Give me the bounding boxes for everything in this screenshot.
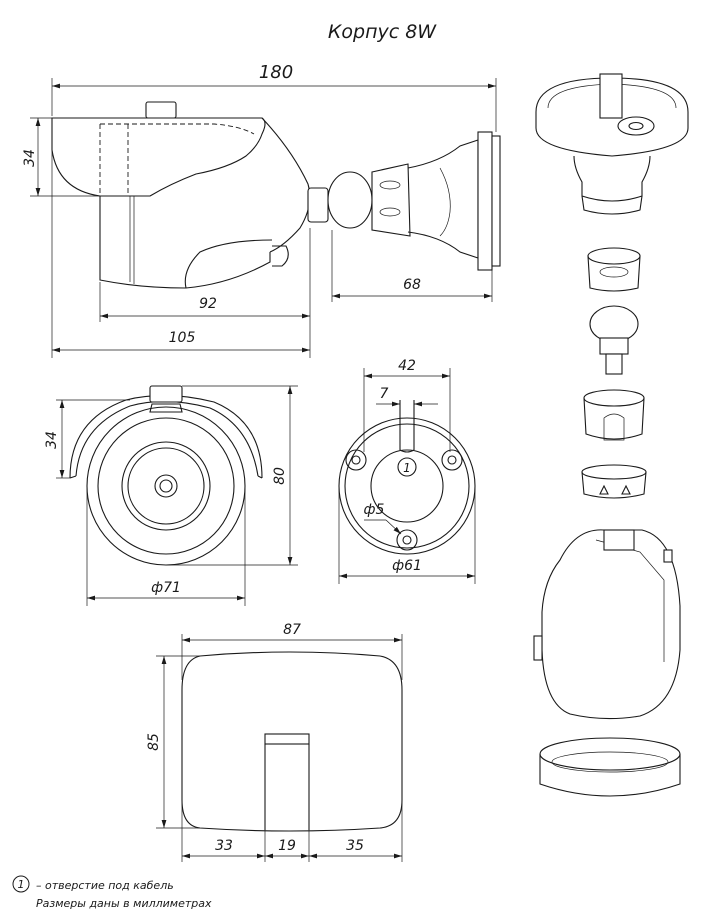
front-view [69, 385, 263, 566]
dim-front-height: 80 [272, 467, 288, 485]
legend-marker: 1 [18, 878, 25, 891]
dim-side-height: 34 [22, 149, 38, 167]
dim-side-body: 92 [199, 296, 217, 312]
dim-top-left: 33 [215, 838, 233, 854]
dim-base-diameter: ф61 [392, 558, 422, 574]
top-dimensions: 87 85 33 19 35 [146, 622, 403, 862]
side-view [51, 101, 501, 289]
svg-text:1: 1 [403, 461, 411, 475]
dim-side-length: 180 [259, 62, 293, 83]
base-view [338, 400, 476, 555]
cable-hole-marker: 1 [397, 457, 417, 477]
dim-top-middle: 19 [278, 838, 296, 854]
base-dimensions: 42 7 ф5 ф61 [338, 358, 476, 584]
legend-cable-hole: – отверстие под кабель [36, 879, 174, 892]
dim-front-diameter: ф71 [151, 580, 181, 596]
top-view [181, 651, 403, 832]
dim-base-offset: 7 [380, 386, 389, 402]
side-dimensions: 180 34 92 105 68 [22, 62, 497, 358]
exploded-view [533, 73, 689, 797]
dim-base-hole: ф5 [364, 502, 385, 518]
dim-front-top: 34 [44, 431, 60, 449]
dim-top-width: 87 [283, 622, 301, 638]
front-dimensions: 34 80 ф71 [44, 385, 298, 606]
legend: 1 – отверстие под кабель Размеры даны в … [12, 875, 212, 910]
dim-side-bracket: 68 [403, 277, 421, 293]
legend-units: Размеры даны в миллиметрах [36, 897, 212, 910]
dim-side-housing: 105 [169, 330, 196, 346]
dim-top-right: 35 [346, 838, 364, 854]
dim-base-spacing: 42 [398, 358, 416, 374]
drawing-title: Корпус 8W [328, 21, 437, 43]
dim-top-height: 85 [146, 733, 162, 751]
